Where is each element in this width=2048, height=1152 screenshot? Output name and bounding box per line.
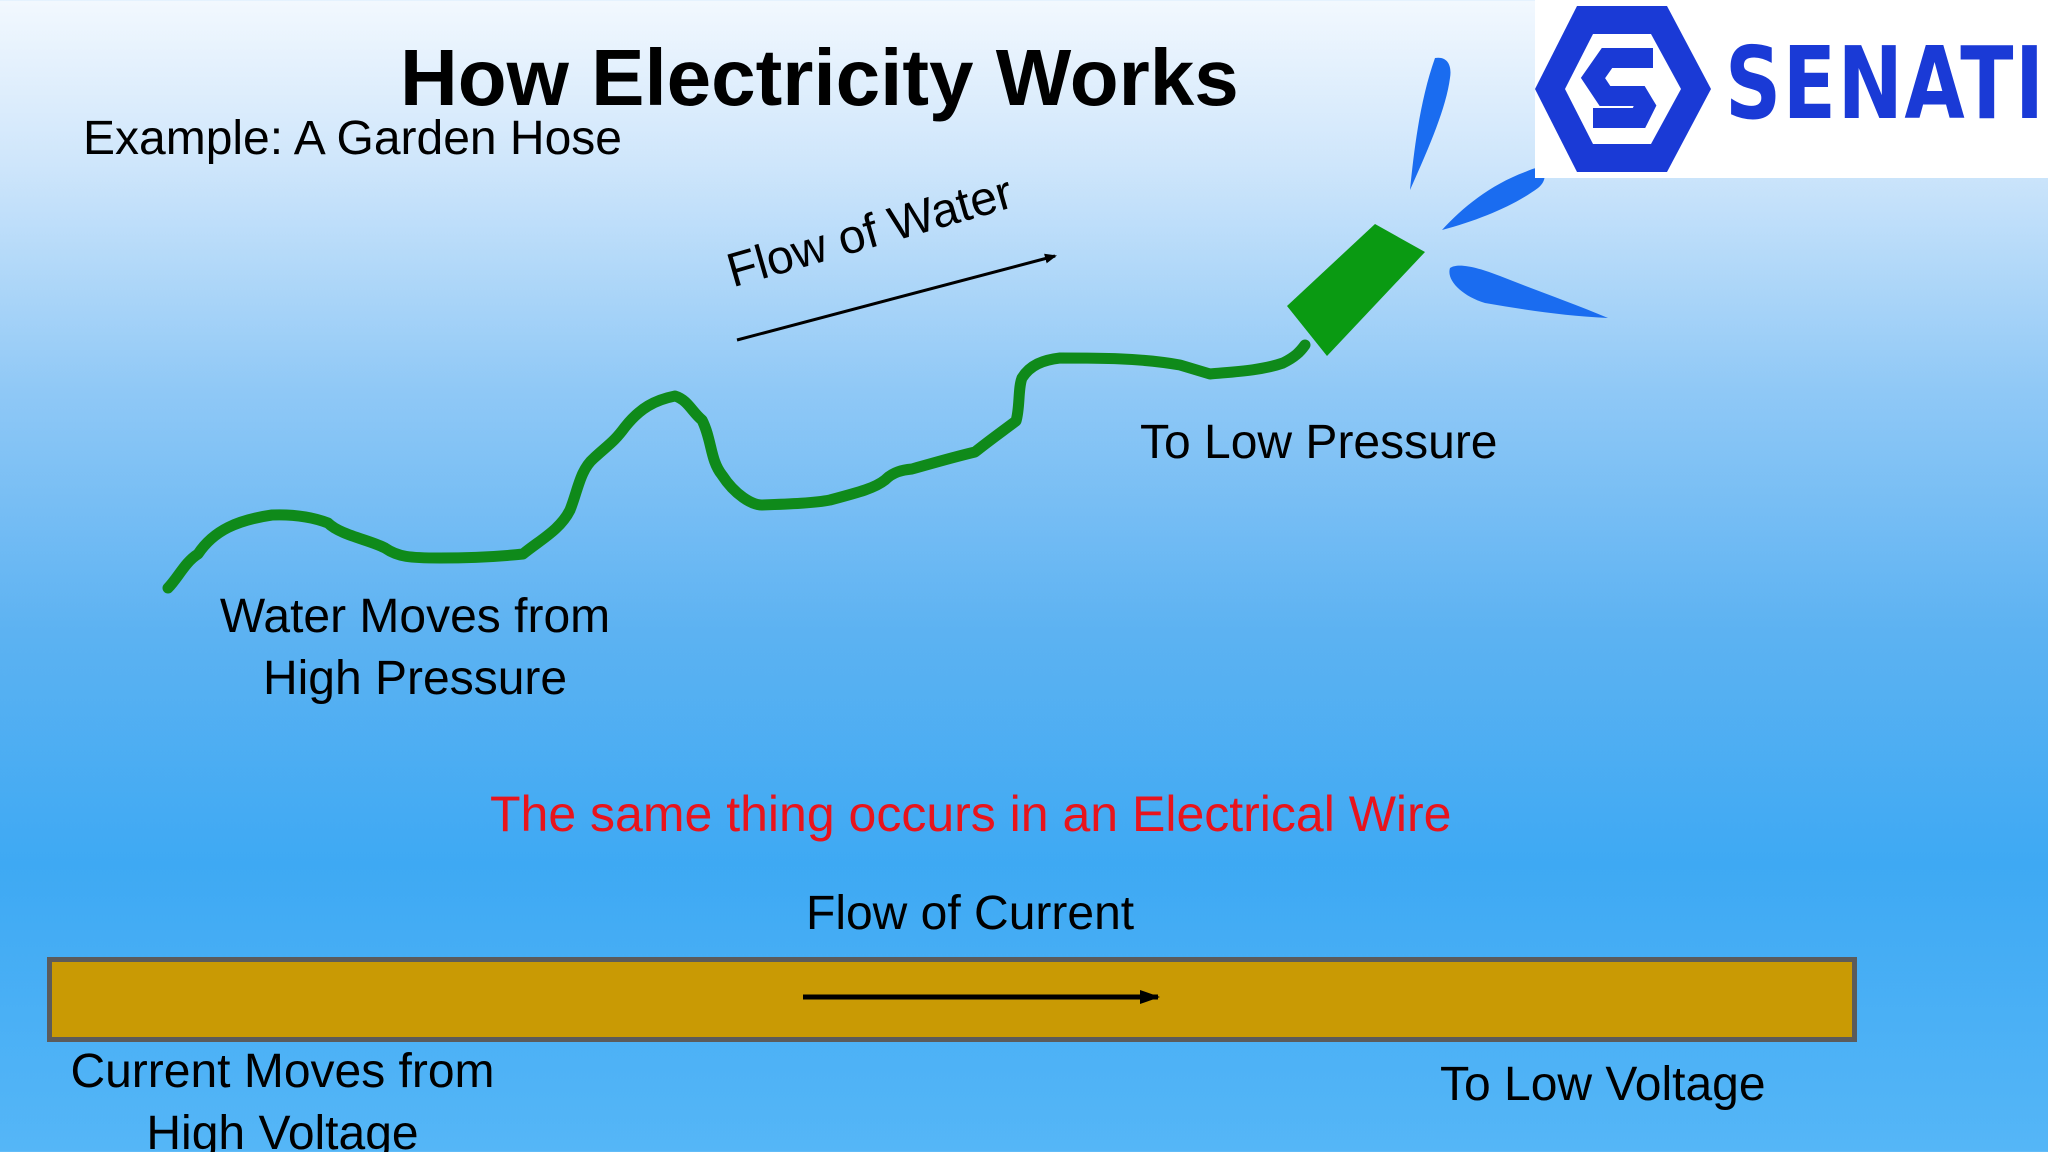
flow-of-water-arrow: [736, 253, 1057, 342]
senati-logo-text: SENATI: [1725, 25, 2046, 142]
slide-subtitle: Example: A Garden Hose: [83, 112, 622, 165]
water-spray-middle: [1442, 168, 1545, 230]
to-low-pressure-label: To Low Pressure: [1140, 416, 1498, 469]
current-moves-from-line2: High Voltage: [146, 1107, 419, 1152]
water-moves-from-label: Water Moves from High Pressure: [205, 586, 625, 710]
senati-logo: SENATI: [1535, 0, 2048, 178]
water-spray-down: [1449, 265, 1608, 318]
water-spray-up: [1410, 57, 1451, 190]
current-moves-from-line1: Current Moves from: [70, 1045, 495, 1098]
water-moves-from-line2: High Pressure: [262, 652, 568, 705]
same-thing-statement: The same thing occurs in an Electrical W…: [490, 786, 1452, 842]
senati-hexagon-s-icon: [1535, 6, 1711, 172]
garden-hose: [162, 339, 1311, 594]
water-moves-from-line1: Water Moves from: [219, 590, 611, 643]
current-moves-from-label: Current Moves from High Voltage: [40, 1041, 525, 1152]
hose-nozzle: [1287, 224, 1425, 356]
to-low-voltage-label: To Low Voltage: [1440, 1058, 1766, 1111]
flow-of-current-label: Flow of Current: [806, 887, 1135, 940]
electrical-wire: [47, 957, 1857, 1042]
slide-title: How Electricity Works: [400, 33, 1239, 122]
